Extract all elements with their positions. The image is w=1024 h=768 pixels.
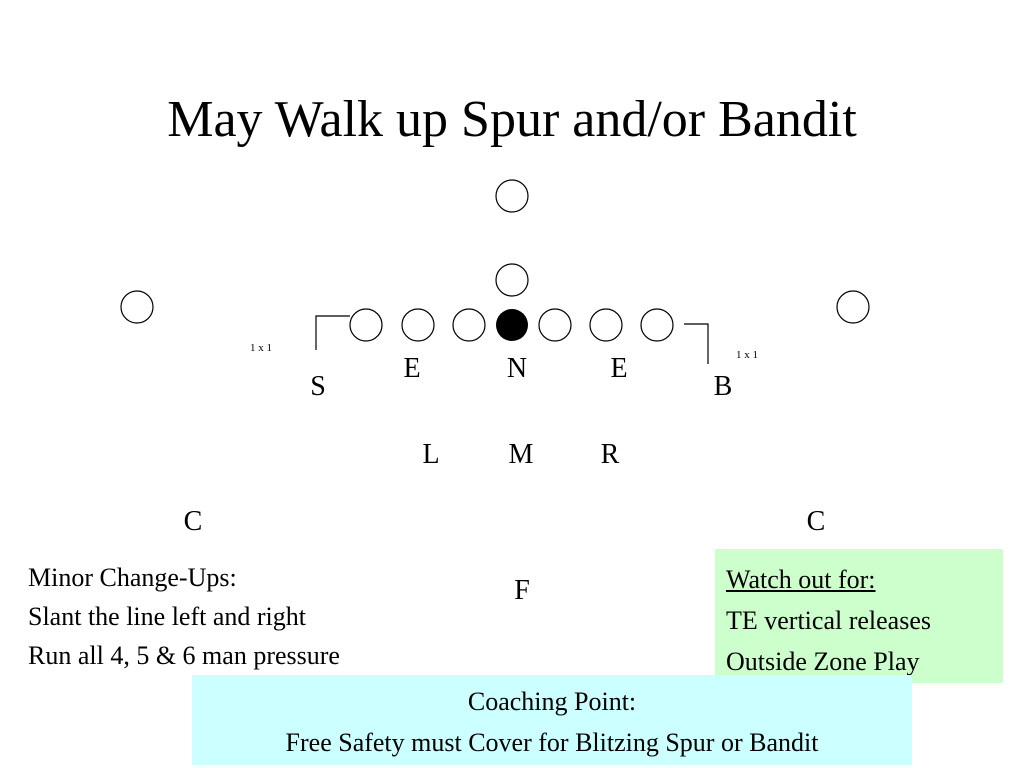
alignment-note-right: 1 x 1 <box>736 349 758 361</box>
notes-line: Minor Change-Ups: <box>28 563 237 592</box>
offense-player-center <box>496 309 528 341</box>
offense-player-right-guard <box>538 308 572 342</box>
defender-left-corner: C <box>183 506 203 537</box>
watch-out-heading: Watch out for: <box>726 565 876 594</box>
defender-right-backer: R <box>600 439 620 470</box>
defender-free-safety: F <box>514 575 530 606</box>
watch-out-line: TE vertical releases <box>726 606 931 635</box>
slide-title: May Walk up Spur and/or Bandit <box>167 91 857 148</box>
offense-player-back <box>495 263 529 297</box>
offense-player-qb-deep <box>495 179 529 213</box>
offense-player-wide-receiver-right <box>836 290 870 324</box>
defender-left-backer: L <box>422 439 440 470</box>
change-ups-notes: Minor Change-Ups: Slant the line left an… <box>28 558 340 675</box>
offense-player-tight-end-left <box>349 308 383 342</box>
defender-right-end: E <box>610 353 628 384</box>
defender-bandit: B <box>713 371 733 402</box>
offense-player-left-tackle <box>401 308 435 342</box>
offense-player-left-guard <box>452 308 486 342</box>
bandit-alignment-bracket <box>684 323 709 364</box>
notes-line: Run all 4, 5 & 6 man pressure <box>28 641 340 670</box>
watch-out-box: Watch out for: TE vertical releases Outs… <box>715 549 1003 683</box>
defender-left-end: E <box>403 353 421 384</box>
notes-line: Slant the line left and right <box>28 602 306 631</box>
defender-nose: N <box>506 353 528 384</box>
defender-right-corner: C <box>806 506 826 537</box>
watch-out-line: Outside Zone Play <box>726 647 920 676</box>
coaching-point-heading: Coaching Point: <box>467 687 637 716</box>
offense-player-right-tackle <box>589 308 623 342</box>
defender-mike-backer: M <box>508 439 534 470</box>
spur-alignment-bracket <box>315 315 350 350</box>
alignment-note-left: 1 x 1 <box>250 342 272 354</box>
offense-player-tight-end-right <box>640 308 674 342</box>
coaching-point-box: Coaching Point: Free Safety must Cover f… <box>192 675 912 765</box>
coaching-point-text: Free Safety must Cover for Blitzing Spur… <box>285 728 819 757</box>
defender-spur: S <box>310 371 326 402</box>
offense-player-wide-receiver-left <box>120 290 154 324</box>
